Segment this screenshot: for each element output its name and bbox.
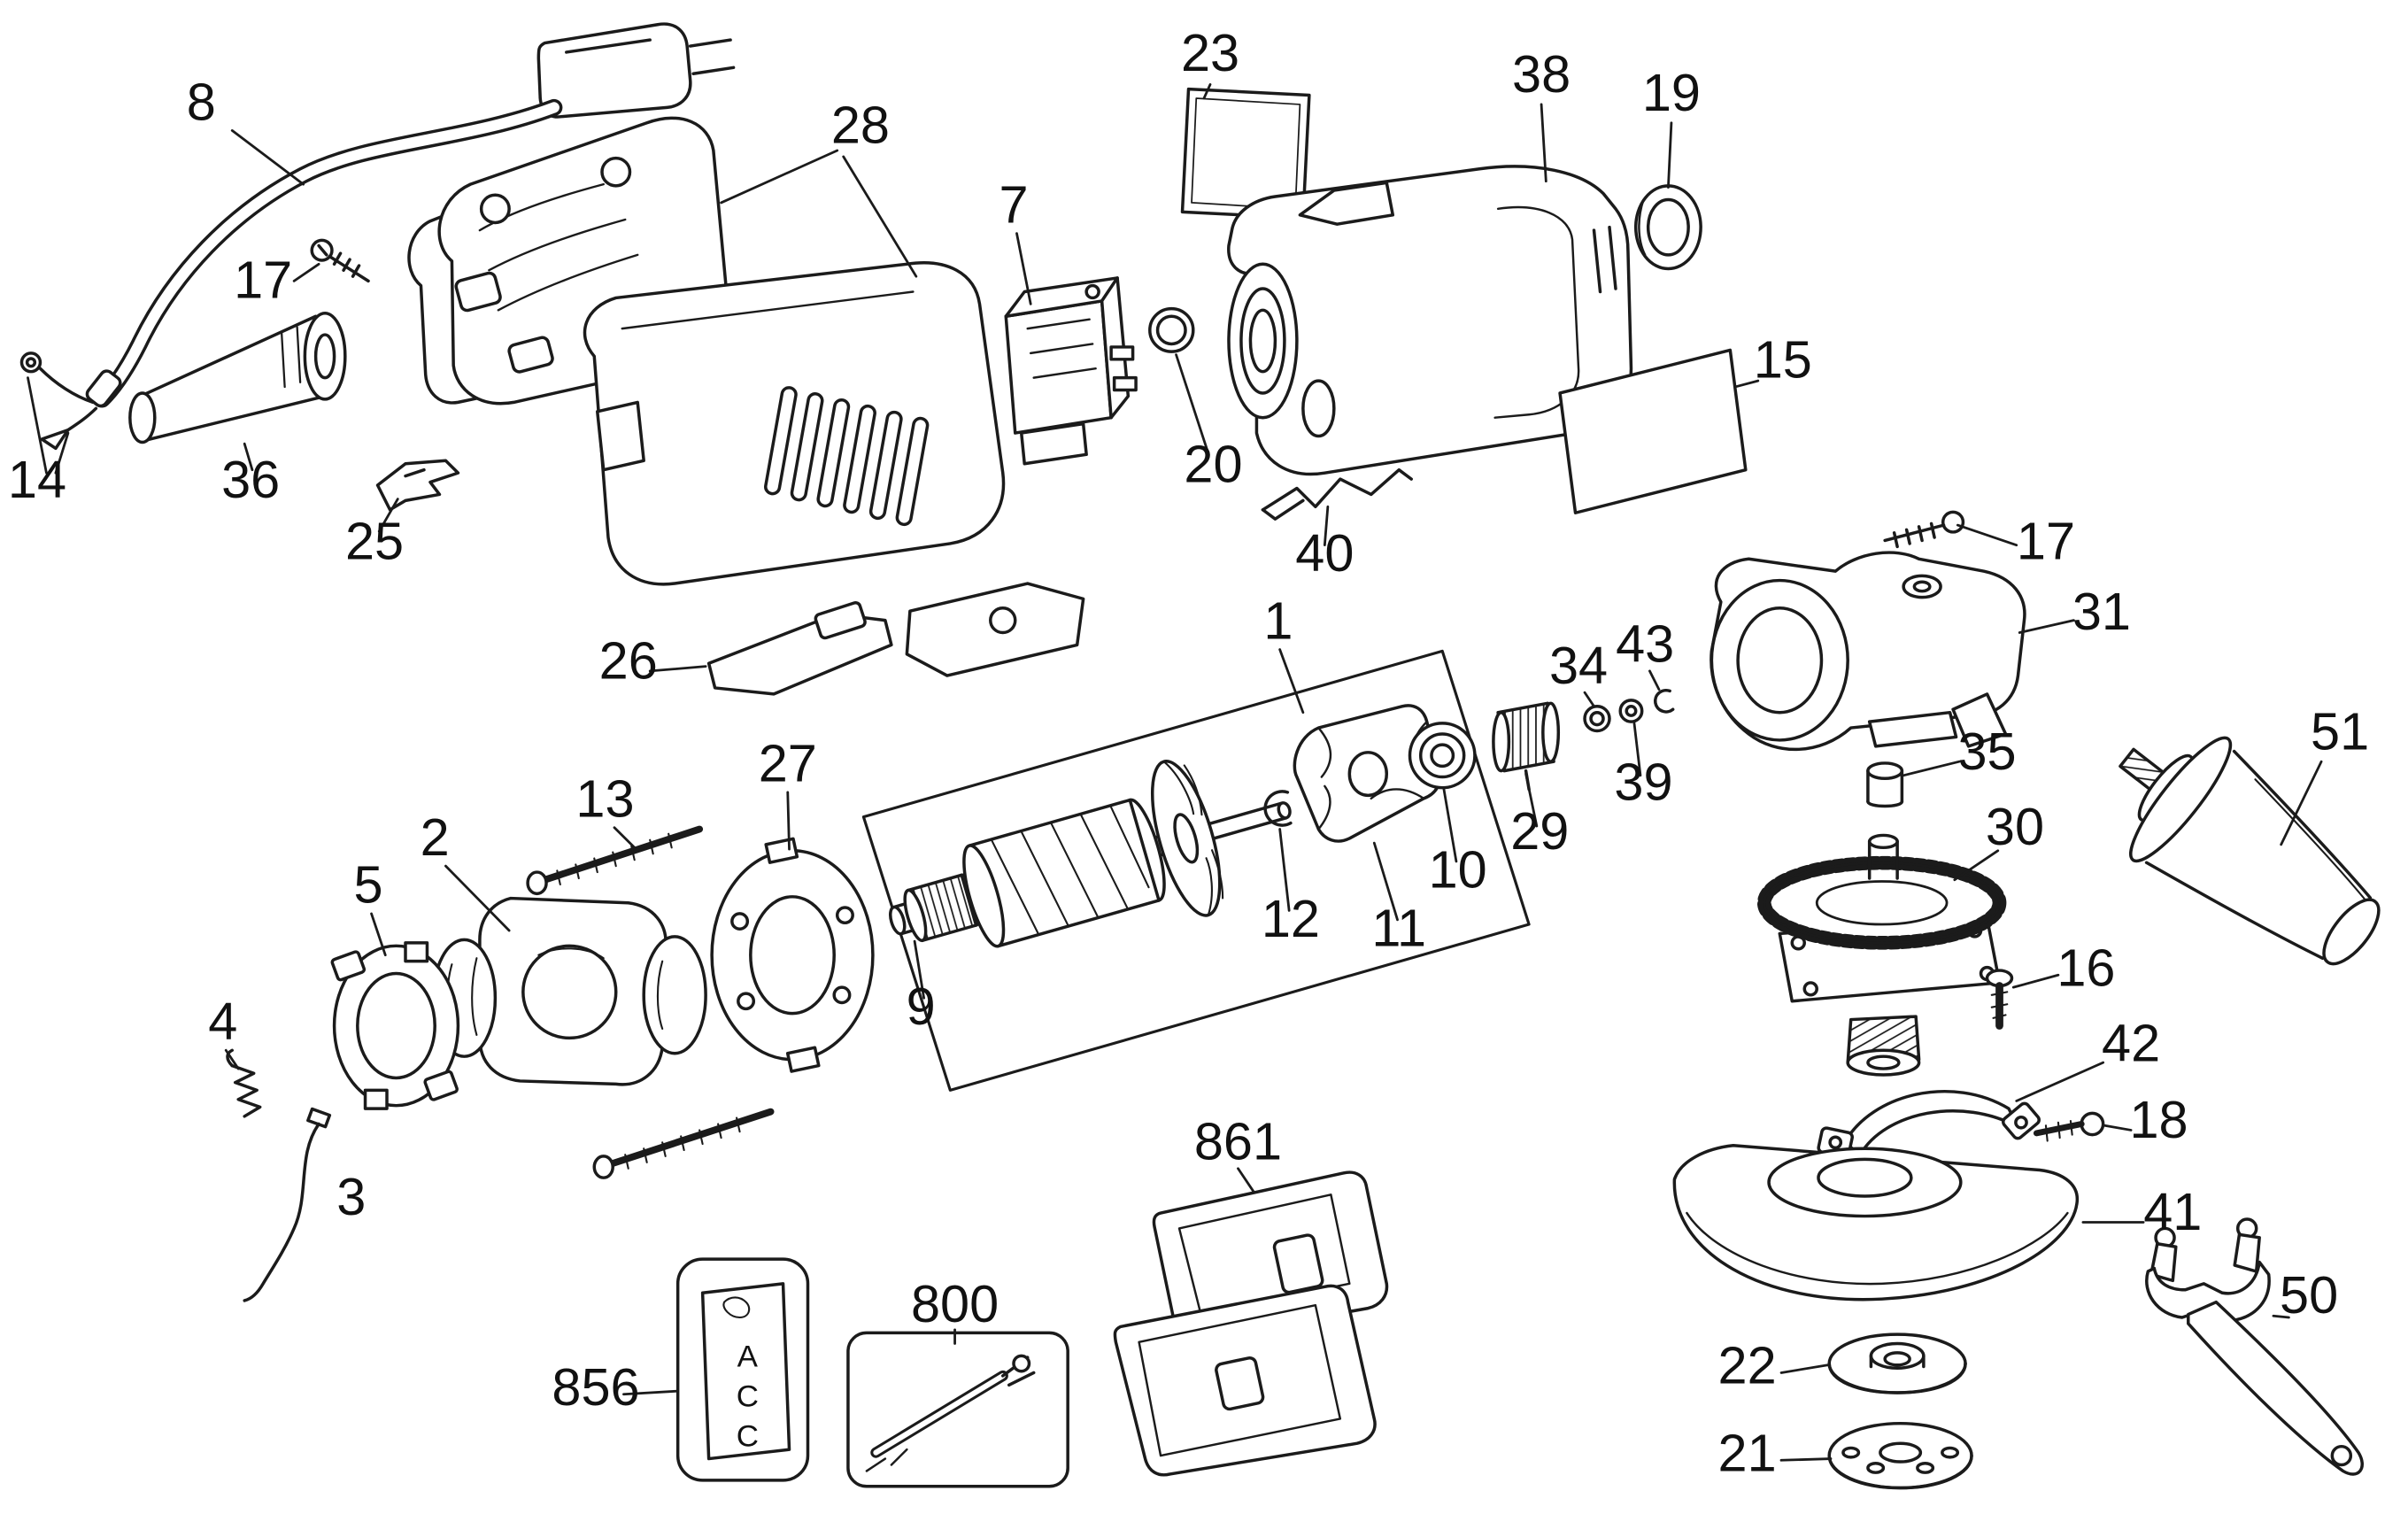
part-label-12: 12 <box>1262 889 1320 948</box>
long-screws <box>526 825 775 1179</box>
part-label-15: 15 <box>1754 330 1812 390</box>
grommet <box>1633 184 1702 271</box>
bearing-10 <box>1408 722 1477 790</box>
washer-39 <box>1618 699 1644 723</box>
screw-18 <box>2033 1111 2105 1142</box>
retaining-clip-12 <box>1263 790 1293 827</box>
part-label-861: 861 <box>1194 1112 1282 1171</box>
part-label-41: 41 <box>2143 1182 2202 1241</box>
part-label-50: 50 <box>2280 1265 2338 1325</box>
part-label-17-right: 17 <box>2017 511 2075 570</box>
gear-spindle <box>1756 833 2007 1077</box>
part-label-8: 8 <box>187 72 216 131</box>
part-label-28: 28 <box>831 96 890 155</box>
part-label-27: 27 <box>759 734 817 793</box>
acc-kit <box>675 1257 810 1482</box>
part-label-51: 51 <box>2311 702 2369 761</box>
bearing-baffle <box>710 837 875 1073</box>
kit-box <box>1113 1170 1389 1477</box>
outer-flange <box>1827 1421 1973 1490</box>
spacer-35 <box>1866 761 1904 808</box>
spring-4 <box>226 1048 262 1118</box>
part-label-9: 9 <box>907 977 936 1036</box>
part-label-19: 19 <box>1642 63 1701 122</box>
part-label-1: 1 <box>1263 591 1293 651</box>
part-label-11: 11 <box>1371 899 1426 958</box>
field-stator <box>431 896 707 1086</box>
screw-17-right <box>1883 510 1965 549</box>
washer-34 <box>1583 705 1611 733</box>
part-label-42: 42 <box>2102 1014 2160 1073</box>
part-label-38: 38 <box>1512 44 1571 104</box>
part-label-4: 4 <box>208 992 237 1051</box>
switch <box>1004 276 1138 466</box>
spanner-wrench <box>2145 1217 2364 1476</box>
nameplate-15 <box>1558 348 1748 514</box>
acc-letter: A <box>737 1340 759 1374</box>
part-label-26: 26 <box>599 631 658 691</box>
part-label-20: 20 <box>1184 435 1242 494</box>
acc-letter: C <box>737 1379 759 1414</box>
part-label-13: 13 <box>575 769 634 829</box>
inner-flange <box>1827 1332 1967 1394</box>
part-label-23: 23 <box>1181 23 1239 82</box>
screw-16 <box>1985 969 2014 1030</box>
screw-17-left <box>310 238 370 283</box>
part-label-18: 18 <box>2130 1090 2188 1149</box>
accessory-tool-box <box>846 1331 1069 1488</box>
part-label-21: 21 <box>1718 1424 1777 1483</box>
part-label-2: 2 <box>421 807 450 867</box>
part-label-16: 16 <box>2057 939 2115 998</box>
wire-3 <box>243 1107 332 1302</box>
cord-protector <box>128 312 347 444</box>
part-label-30: 30 <box>1986 797 2044 856</box>
power-cord <box>85 22 736 408</box>
part-label-800: 800 <box>911 1274 999 1333</box>
o-ring <box>1148 306 1195 353</box>
pinion-gear <box>1492 701 1561 792</box>
part-label-34: 34 <box>1549 636 1608 695</box>
armature <box>888 760 1292 948</box>
lock-slider <box>706 582 1085 696</box>
wheel-guard <box>1672 1144 2080 1302</box>
leader-lines <box>27 82 2323 1462</box>
retaining-ring-43 <box>1653 689 1675 714</box>
part-label-3: 3 <box>336 1167 366 1226</box>
acc-letter: C <box>737 1419 759 1454</box>
part-label-14: 14 <box>8 450 66 509</box>
part-label-40: 40 <box>1295 523 1354 583</box>
brush-ring <box>330 941 460 1110</box>
part-label-43: 43 <box>1616 614 1674 674</box>
housing-halves <box>407 116 1006 586</box>
fan-baffle <box>1293 704 1442 843</box>
part-label-856: 856 <box>552 1357 639 1417</box>
part-label-36: 36 <box>221 450 280 509</box>
part-label-31: 31 <box>2072 582 2131 641</box>
part-label-7: 7 <box>999 175 1028 235</box>
lead-wires <box>19 351 98 451</box>
part-label-5: 5 <box>354 855 383 915</box>
armature-assembly-box <box>861 649 1531 1092</box>
part-label-35: 35 <box>1957 722 2016 781</box>
side-handle <box>2119 736 2381 966</box>
field-case <box>1227 165 1633 476</box>
brush-clip <box>1261 467 1413 521</box>
part-label-25: 25 <box>345 511 404 570</box>
part-label-22: 22 <box>1718 1336 1777 1395</box>
gear-case <box>1710 551 2026 752</box>
part-label-39: 39 <box>1614 753 1672 812</box>
cord-clamp <box>375 459 460 512</box>
part-label-29: 29 <box>1510 801 1569 861</box>
part-label-17-left: 17 <box>234 251 292 310</box>
part-label-10: 10 <box>1429 840 1487 900</box>
